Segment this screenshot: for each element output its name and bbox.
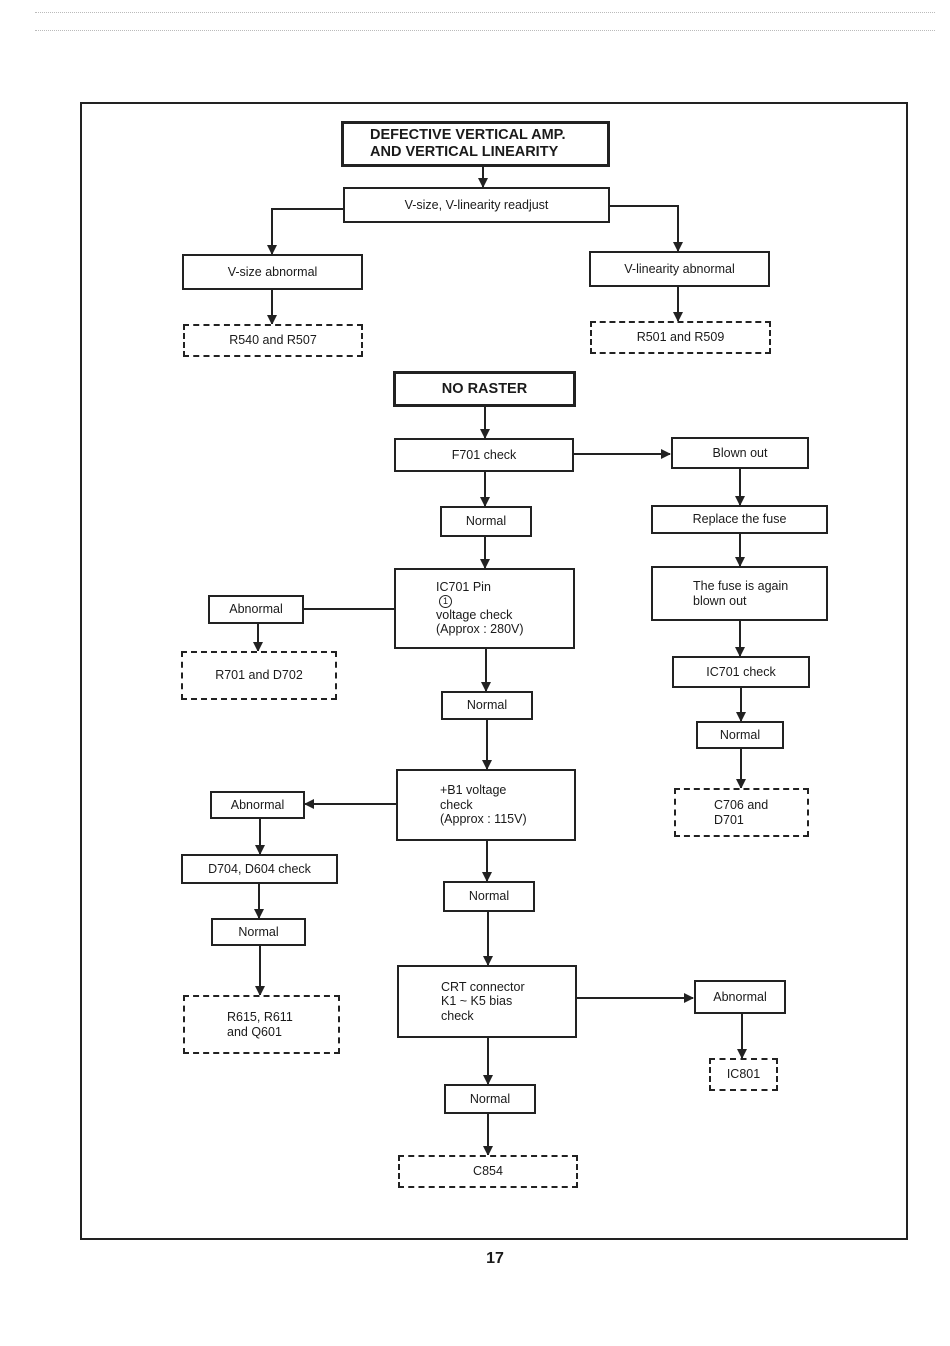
normal-box-4: Normal — [444, 1084, 536, 1114]
fuse-again-box: The fuse is again blown out — [651, 566, 828, 621]
pin-number-circle: 1 — [439, 594, 452, 608]
normal-label-left: Normal — [238, 924, 279, 939]
replace-fuse-label: Replace the fuse — [692, 512, 787, 527]
diagram-frame — [80, 102, 908, 1240]
r615-parts-box: R615, R611 and Q601 — [183, 995, 340, 1054]
page-number: 17 — [486, 1250, 504, 1267]
abnormal-box-2: Abnormal — [210, 791, 305, 819]
normal-label-right: Normal — [719, 727, 761, 742]
arrow-readjust-to-vsize — [267, 208, 343, 255]
normal-label-2: Normal — [466, 698, 508, 713]
c854-box: C854 — [398, 1155, 578, 1188]
abnormal-label-1: Abnormal — [229, 602, 283, 617]
normal-box-right: Normal — [696, 721, 784, 749]
abnormal-box-3: Abnormal — [694, 980, 786, 1014]
readjust-label: V-size, V-linearity readjust — [404, 197, 549, 212]
r615-parts-text: R615, R611 and Q601 — [227, 1010, 293, 1039]
vertical-amp-title-line1: DEFECTIVE VERTICAL AMP. — [370, 127, 566, 144]
b1-line3: (Approx : 115V) — [440, 812, 527, 827]
fuse-again-line1: The fuse is again — [693, 579, 789, 594]
vsize-parts-label: R540 and R507 — [229, 333, 317, 348]
scan-artifact-line — [35, 12, 935, 13]
fuse-again-text: The fuse is again blown out — [693, 579, 788, 608]
ic701-pin-line3: (Approx : 280V) — [436, 622, 524, 637]
crt-connector-text: CRT connector K1 ~ K5 bias check — [441, 980, 525, 1023]
normal-box-2: Normal — [441, 691, 533, 720]
no-raster-title-box: NO RASTER — [393, 371, 576, 407]
r701-parts-box: R701 and D702 — [181, 651, 337, 700]
no-raster-title: NO RASTER — [441, 380, 528, 397]
b1-line1: +B1 voltage — [440, 783, 507, 798]
f701-check-box: F701 check — [394, 438, 574, 472]
abnormal-label-3: Abnormal — [713, 989, 767, 1004]
c706-line1: C706 and — [714, 798, 769, 813]
crt-line3: check — [441, 1008, 474, 1023]
vsize-parts-box: R540 and R507 — [183, 324, 363, 357]
c706-parts-box: C706 and D701 — [674, 788, 809, 837]
arrow-readjust-to-vlin — [609, 205, 683, 252]
ic701-check-label: IC701 check — [706, 664, 776, 679]
vsize-abnormal-box: V-size abnormal — [182, 254, 363, 290]
replace-fuse-box: Replace the fuse — [651, 505, 828, 534]
readjust-box: V-size, V-linearity readjust — [343, 187, 610, 223]
normal-label-1: Normal — [465, 514, 507, 529]
b1-voltage-text: +B1 voltage check (Approx : 115V) — [440, 783, 527, 826]
c706-line2: D701 — [714, 812, 744, 827]
ic801-box: IC801 — [709, 1058, 778, 1091]
crt-line1: CRT connector — [441, 979, 525, 994]
ic701-pin-line2: voltage check — [436, 607, 513, 622]
vertical-amp-title-box: DEFECTIVE VERTICAL AMP. AND VERTICAL LIN… — [341, 121, 610, 167]
vertical-amp-title-line2: AND VERTICAL LINEARITY — [370, 144, 559, 160]
d704-check-box: D704, D604 check — [181, 854, 338, 884]
vlin-abnormal-label: V-linearity abnormal — [624, 261, 735, 276]
abnormal-label-2: Abnormal — [230, 797, 285, 812]
ic701-pin-line1: IC701 Pin — [436, 580, 491, 595]
normal-label-4: Normal — [469, 1091, 511, 1106]
r615-line1: R615, R611 — [227, 1010, 293, 1025]
c854-label: C854 — [473, 1164, 503, 1179]
vlin-abnormal-box: V-linearity abnormal — [589, 251, 770, 287]
b1-voltage-box: +B1 voltage check (Approx : 115V) — [396, 769, 576, 841]
vlin-parts-label: R501 and R509 — [636, 330, 725, 345]
d704-check-label: D704, D604 check — [208, 861, 311, 876]
abnormal-box-1: Abnormal — [208, 595, 304, 624]
fuse-again-line2: blown out — [693, 593, 747, 608]
r615-line2: and Q601 — [227, 1024, 282, 1039]
normal-label-3: Normal — [468, 889, 510, 904]
vsize-abnormal-label: V-size abnormal — [227, 264, 318, 279]
crt-connector-box: CRT connector K1 ~ K5 bias check — [397, 965, 577, 1038]
blown-out-label: Blown out — [712, 445, 768, 460]
r701-parts-label: R701 and D702 — [215, 668, 303, 683]
vlin-parts-box: R501 and R509 — [590, 321, 771, 354]
normal-box-1: Normal — [440, 506, 532, 537]
crt-line2: K1 ~ K5 bias — [441, 994, 513, 1009]
normal-box-3: Normal — [443, 881, 535, 912]
c706-parts-text: C706 and D701 — [714, 798, 768, 827]
ic801-label: IC801 — [726, 1067, 761, 1082]
normal-box-left: Normal — [211, 918, 306, 946]
ic701-check-box: IC701 check — [672, 656, 810, 688]
f701-check-label: F701 check — [451, 447, 517, 462]
blown-out-box: Blown out — [671, 437, 809, 469]
b1-line2: check — [440, 797, 473, 812]
scan-artifact-line — [35, 30, 935, 31]
